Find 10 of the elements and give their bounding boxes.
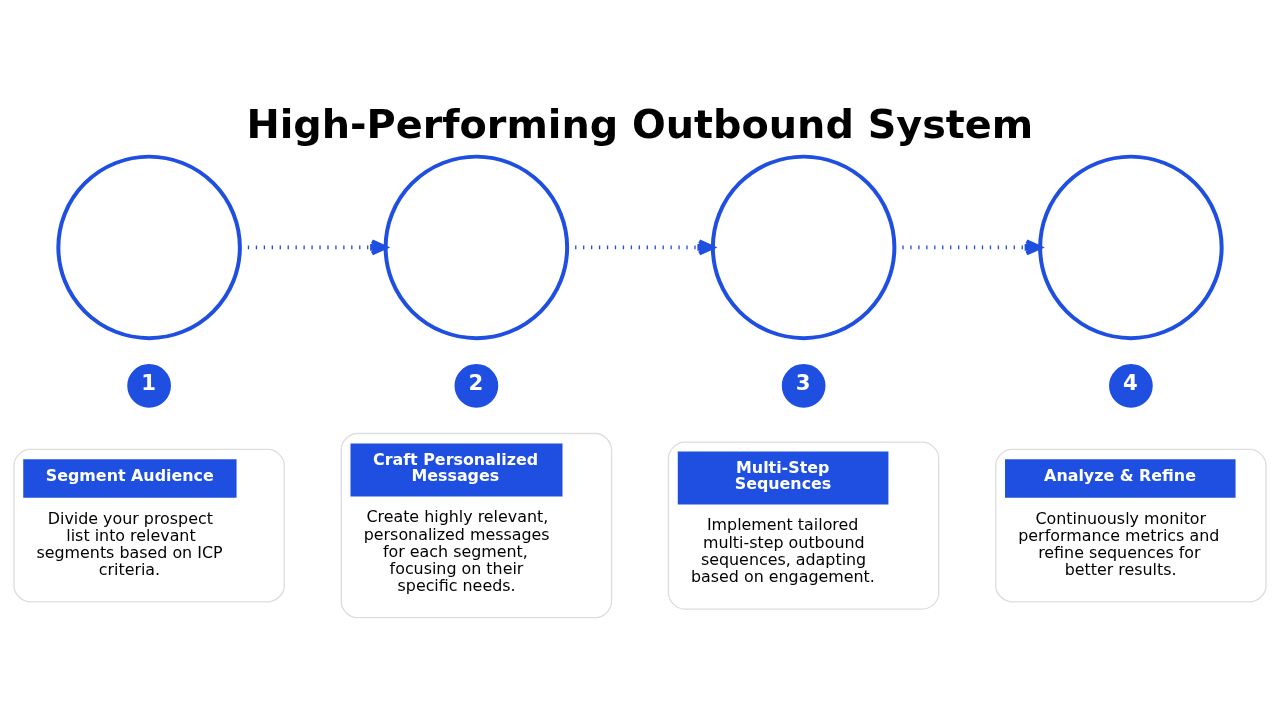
node-box: Segment Audience Divide your prospect list into relevant segments based on ICP criteria. [13,448,285,603]
node-box: Analyze & Refine Continuously monitor performance metrics and refine sequences for better results. [995,448,1267,603]
diagram-title: High-Performing Outbound System [246,101,1034,148]
node-circle [383,154,570,341]
arrow [239,239,388,256]
node-box: Craft Personalized Messages Create highly relevant, personalized messages for each segment, focusing on their specific needs. [340,432,613,619]
node-box: Multi-Step Sequences Implement tailored multi-step outbound sequences, adapting based on engagement. [667,441,940,610]
node-circle [710,154,897,341]
node-circle [56,154,242,341]
node-circle [1038,154,1224,341]
